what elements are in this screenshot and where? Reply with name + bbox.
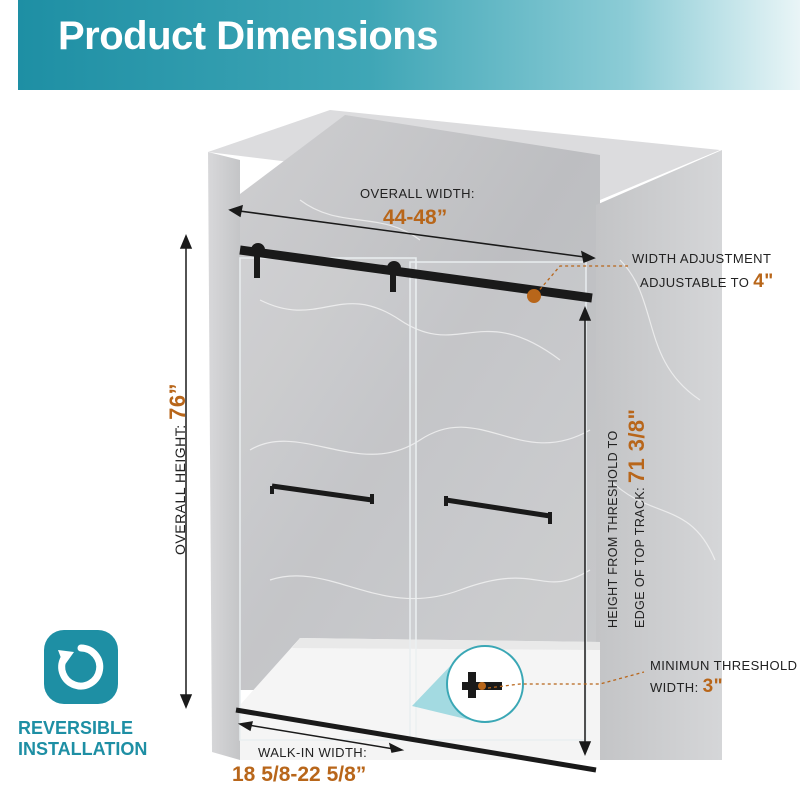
marble-left-wall bbox=[208, 152, 240, 760]
rotate-arrow-icon bbox=[58, 644, 104, 690]
overall-width-arrow-right-head bbox=[580, 250, 596, 264]
walk-in-width-arrow-left-head bbox=[237, 721, 254, 732]
min-threshold-label: MINIMUN THRESHOLD bbox=[650, 658, 798, 673]
threshold-height-line2-group: EDGE OF TOP TRACK: 71 3/8" bbox=[624, 409, 650, 628]
reversible-line1: REVERSIBLE bbox=[18, 718, 134, 738]
threshold-height-arrow-bottom-head bbox=[578, 741, 592, 756]
overall-height-value: 76” bbox=[165, 382, 190, 420]
min-threshold-line: WIDTH: 3" bbox=[650, 676, 723, 698]
overall-height-arrow-bottom-head bbox=[179, 694, 193, 709]
threshold-height-value: 71 3/8" bbox=[624, 408, 649, 484]
overall-height-label: OVERALL HEIGHT: bbox=[172, 424, 188, 555]
walk-in-width-label: WALK-IN WIDTH: bbox=[258, 745, 368, 760]
walk-in-width-arrow-right-head bbox=[388, 742, 405, 753]
reversible-installation-text: REVERSIBLE INSTALLATION bbox=[18, 718, 198, 760]
glass-panel-left bbox=[239, 257, 417, 741]
title-banner: Product Dimensions bbox=[18, 0, 800, 90]
min-threshold-leader bbox=[487, 671, 645, 689]
threshold-height-line1: HEIGHT FROM THRESHOLD TO bbox=[606, 430, 620, 628]
walk-in-width-value: 18 5/8-22 5/8” bbox=[232, 763, 367, 786]
overall-width-arrow-left-head bbox=[228, 204, 243, 218]
roller-center-bracket bbox=[390, 272, 396, 292]
bottom-track bbox=[235, 707, 597, 773]
marble-veins bbox=[249, 199, 716, 600]
width-adjustment-prefix: ADJUSTABLE TO bbox=[640, 275, 750, 290]
roller-left bbox=[251, 243, 265, 257]
marble-right-wall bbox=[596, 150, 722, 760]
roller-center bbox=[387, 261, 401, 275]
overall-width-label: OVERALL WIDTH: bbox=[360, 186, 475, 201]
width-adjustment-value: 4" bbox=[753, 271, 774, 292]
overall-width-arrow bbox=[231, 209, 593, 259]
handle-left bbox=[270, 483, 374, 504]
width-adjustment-line: ADJUSTABLE TO 4" bbox=[640, 271, 774, 293]
min-threshold-value: 3" bbox=[702, 676, 724, 697]
width-adjust-leader bbox=[535, 265, 628, 295]
overall-width-value: 44-48” bbox=[383, 206, 448, 229]
reversible-icon bbox=[44, 630, 118, 704]
shower-drain-area bbox=[292, 638, 600, 650]
walk-in-width-arrow bbox=[241, 723, 401, 751]
threshold-height-arrow-top-head bbox=[578, 306, 592, 321]
handle-right bbox=[444, 496, 552, 524]
page-title: Product Dimensions bbox=[58, 14, 438, 58]
width-adjustment-label: WIDTH ADJUSTMENT bbox=[632, 251, 772, 266]
inset-bracket bbox=[468, 672, 476, 698]
min-threshold-prefix: WIDTH: bbox=[650, 680, 699, 695]
overall-height-label-group: OVERALL HEIGHT: 76” bbox=[165, 383, 191, 555]
roller-left-bracket bbox=[254, 254, 260, 278]
threshold-height-line2: EDGE OF TOP TRACK: bbox=[633, 486, 647, 628]
width-adjust-marker bbox=[527, 289, 541, 303]
inset-marker bbox=[478, 682, 486, 690]
overall-height-arrow-top-head bbox=[179, 234, 193, 249]
reversible-line2: INSTALLATION bbox=[18, 739, 148, 759]
